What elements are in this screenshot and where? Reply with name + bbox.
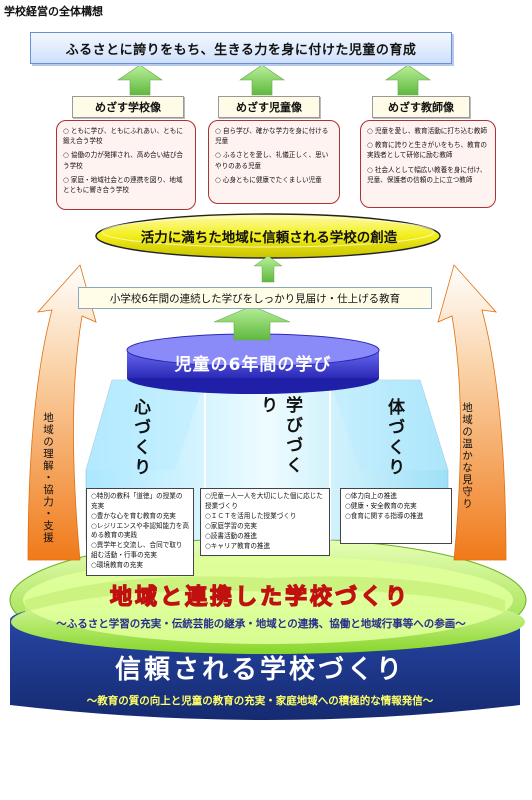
pillar-item: ○特別の教科「道徳」の授業の充実 (91, 492, 183, 510)
pillar-item: ○家庭学習の充実 (205, 521, 257, 530)
pillar-item: ○児童一人一人を大切にした個に応じた授業づくり (205, 492, 323, 510)
goal-item: ○ ふるさとを愛し、礼儀正しく、思いやりのある児童 (215, 151, 329, 170)
arrow-up-icon (213, 305, 291, 341)
pillar-title-learning: 学びづくり (257, 396, 302, 476)
pillar-item: ○ＩＣＴを活用した授業づくり (205, 511, 297, 520)
goal-item: ○ 社会人として幅広い教養を身に付け、児童、保護者の信頼の上に立つ教師 (367, 165, 487, 184)
goal-item: ○ 家庭・地域社会との連携を図り、地域とともに響き合う学校 (63, 175, 183, 195)
goal-label-teacher: めざす教師像 (372, 96, 470, 118)
goal-box-school: ○ ともに学び、ともにふれあい、ともに鍛え合う学校 ○ 協働の力が発揮され、高め… (56, 120, 196, 210)
pillar-item: ○環境教育の充実 (91, 560, 143, 569)
goal-label-school: めざす学校像 (72, 96, 184, 118)
pillar-item: ○異学年と交流し、合同で取り組む活動・行事の充実 (91, 541, 183, 559)
goal-box-student: ○ 自ら学び、確かな学力を身に付ける児童 ○ ふるさとを愛し、礼儀正しく、思いや… (208, 120, 340, 204)
pillar-title-body: 体づくり (384, 398, 404, 478)
pillar-item: ○体力向上の推進 (345, 492, 397, 500)
goal-item: ○ 教育に誇りと生きがいをもち、教育の実践者として研修に励む教師 (367, 141, 487, 160)
pillar-item: ○食育に関する指導の推進 (345, 512, 424, 521)
pillar-item: ○健康・安全教育の充実 (345, 502, 417, 511)
goal-item: ○ 自ら学び、確かな学力を身に付ける児童 (215, 127, 329, 146)
goal-item: ○ 協働の力が発揮され、高め合い結び合う学校 (63, 151, 184, 170)
trust-subtitle: ～教育の質の向上と児童の教育の充実・家庭地域への積極的な情報発信～ (86, 694, 434, 707)
school-vision: 活力に満ちた地域に信頼される学校の創造 (140, 230, 398, 246)
goal-label-student: めざす児童像 (218, 96, 320, 118)
left-support-label: 地域の理解・協力・支援 (42, 412, 54, 544)
pillar-title-heart: 心づくり (130, 398, 150, 478)
right-support-label: 地域の温かな見守り (461, 402, 473, 510)
community-title: 地域と連携した学校づくり (109, 584, 410, 610)
page-title: 学校経営の全体構想 (4, 5, 103, 18)
education-policy-line: 小学校6年間の連続した学びをしっかり見届け・仕上げる教育 (78, 287, 432, 309)
pillar-item: ○レジリエンスや非認知能力を高める教育の実践 (91, 521, 189, 540)
trust-title: 信頼される学校づくり (114, 654, 405, 685)
pillar-box-learning: ○児童一人一人を大切にした個に応じた授業づくり ○ＩＣＴを活用した授業づくり ○… (200, 488, 330, 556)
goal-item: ○ 心身ともに健康でたくましい児童 (215, 175, 322, 184)
pillar-item: ○読書活動の推進 (205, 531, 257, 540)
pillar-item: ○キャリア教育の推進 (205, 541, 271, 550)
community-subtitle: ～ふるさと学習の充実・伝統芸能の継承・地域との連携、協働と地域行事等への参画～ (56, 617, 466, 630)
right-support-arrow-icon (437, 264, 507, 561)
goal-box-teacher: ○ 児童を愛し、教育活動に打ち込む教師 ○ 教育に誇りと生きがいをもち、教育の実… (360, 120, 496, 208)
pillar-box-body: ○体力向上の推進 ○健康・安全教育の充実 ○食育に関する指導の推進 (340, 488, 452, 544)
arrow-up-icon (117, 64, 431, 96)
school-mission-banner: ふるさとに誇りをもち、生きる力を身に付けた児童の育成 (30, 32, 452, 64)
arrow-up-icon (253, 255, 283, 283)
pillar-box-heart: ○特別の教科「道徳」の授業の充実 ○豊かな心を育む教育の充実 ○レジリエンスや非… (86, 488, 194, 576)
pillar-item: ○豊かな心を育む教育の充実 (91, 511, 176, 520)
goal-item: ○ ともに学び、ともにふれあい、ともに鍛え合う学校 (63, 127, 183, 146)
goal-item: ○ 児童を愛し、教育活動に打ち込む教師 (367, 127, 487, 135)
drum-title: 児童の6年間の学び (174, 354, 332, 375)
